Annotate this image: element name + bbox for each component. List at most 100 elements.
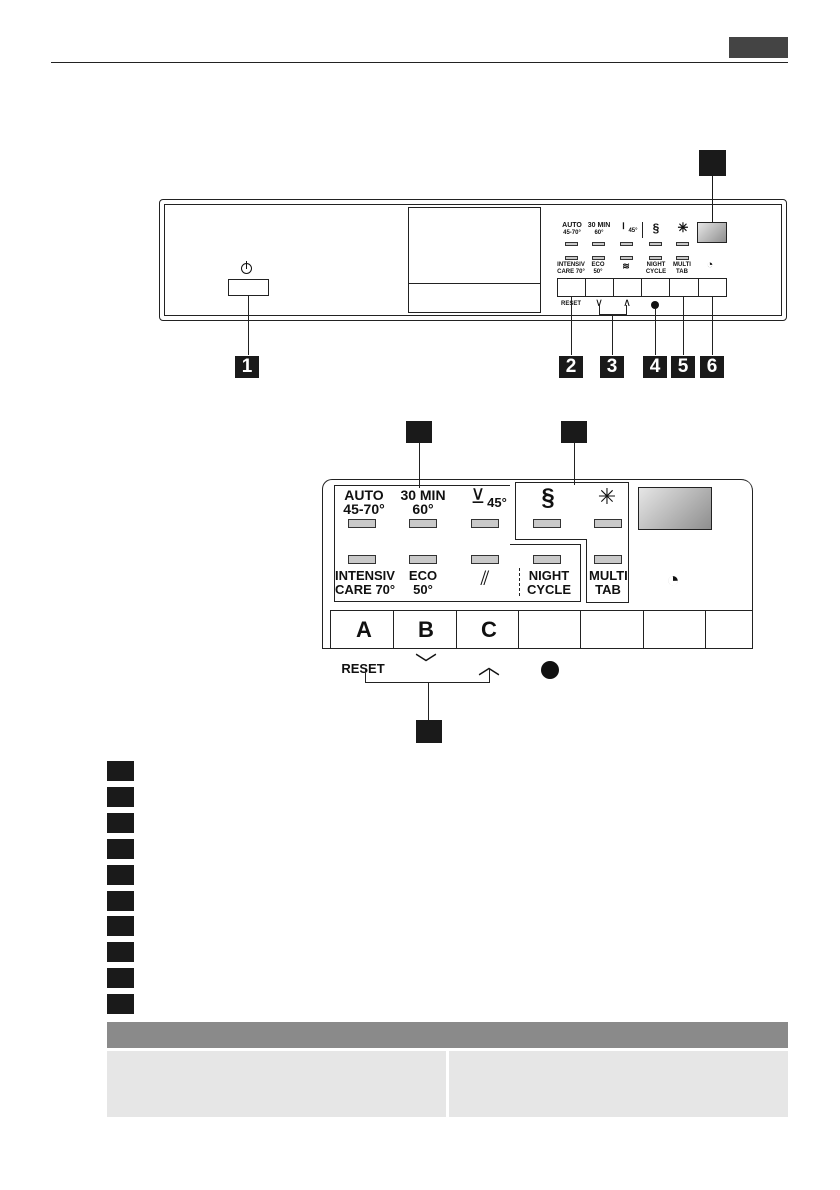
led-glass xyxy=(620,242,633,246)
list-marker-4 xyxy=(107,839,134,859)
program-group-box-2 xyxy=(510,544,581,545)
key-sep-3 xyxy=(641,278,642,297)
detail-night: NIGHT xyxy=(528,568,570,583)
led-eco xyxy=(592,256,605,260)
label-multi: MULTI xyxy=(673,262,691,268)
key-b-label: B xyxy=(418,617,434,642)
callout-marker-keys xyxy=(416,720,442,743)
program-group-box-4 xyxy=(334,601,581,602)
label-intensiv-temp: CARE 70° xyxy=(557,269,585,275)
salt-icon: ✳ xyxy=(677,220,689,235)
detail-led-glass xyxy=(471,519,499,528)
indicator-group-box-4 xyxy=(586,539,587,603)
callout-4: 4 xyxy=(643,356,667,378)
label-intensiv: INTENSIV xyxy=(557,262,585,268)
detail-reset-label: RESET xyxy=(341,661,385,676)
callout-1-line xyxy=(248,296,249,355)
key-sep-5 xyxy=(698,278,699,297)
detail-eco: ECO xyxy=(408,568,438,583)
header-rule xyxy=(51,62,788,63)
detail-key-row xyxy=(330,610,753,649)
list-marker-9 xyxy=(107,968,134,988)
callout-3: 3 xyxy=(600,356,624,378)
callout-4-line xyxy=(655,309,656,355)
label-30min-temp: 60° xyxy=(594,230,604,236)
door-handle xyxy=(408,207,541,313)
key-c-label: C xyxy=(481,617,497,642)
led-rinse xyxy=(649,242,662,246)
detail-time-display xyxy=(638,487,712,530)
power-icon-bar xyxy=(246,261,247,269)
detail-led-salt xyxy=(594,519,622,528)
key-c[interactable] xyxy=(457,611,519,649)
callout-3-bracket xyxy=(599,305,627,315)
led-auto xyxy=(565,242,578,246)
key-b[interactable] xyxy=(394,611,457,649)
key-d[interactable] xyxy=(519,611,581,649)
label-eco: ECO xyxy=(591,262,605,268)
key-a-label: A xyxy=(356,617,372,642)
detail-half-load-icon xyxy=(541,661,559,679)
detail-led-auto xyxy=(348,519,376,528)
detail-led-30min xyxy=(409,519,437,528)
callout-2-line xyxy=(571,297,572,355)
list-marker-5 xyxy=(107,865,134,885)
led-multi xyxy=(676,256,689,260)
indicator-group-box-6 xyxy=(628,482,629,603)
label-auto: AUTO xyxy=(562,222,582,229)
detail-eco-temp: 50° xyxy=(413,582,433,597)
door-handle-divider xyxy=(408,283,541,284)
detail-night-dash xyxy=(519,568,521,596)
callout-6-line xyxy=(712,297,713,355)
overview-divider xyxy=(642,222,643,238)
led-salt xyxy=(676,242,689,246)
detail-intensiv: INTENSIV xyxy=(335,568,395,583)
timer-icon: ◔ xyxy=(706,259,714,271)
key-e[interactable] xyxy=(581,611,644,649)
callout-5: 5 xyxy=(671,356,695,378)
led-intensiv xyxy=(565,256,578,260)
key-sep-4 xyxy=(669,278,670,297)
half-load-icon xyxy=(651,301,659,309)
table-header xyxy=(107,1022,788,1048)
list-marker-2 xyxy=(107,787,134,807)
detail-30min: 30 MIN xyxy=(400,487,446,503)
callout-2: 2 xyxy=(559,356,583,378)
detail-panel xyxy=(322,479,753,649)
detail-led-night xyxy=(533,555,561,564)
detail-multi: MULTI xyxy=(589,568,628,583)
list-marker-1 xyxy=(107,761,134,781)
overview-up-icon: ∧ xyxy=(622,297,632,309)
table-cell-left xyxy=(107,1051,446,1117)
label-auto-temp: 45-70° xyxy=(563,230,581,236)
detail-led-eco xyxy=(409,555,437,564)
callout-marker-top xyxy=(699,150,726,176)
key-f[interactable] xyxy=(644,611,706,649)
label-multi-2: TAB xyxy=(676,269,688,275)
detail-led-spray xyxy=(471,555,499,564)
detail-led-intensiv xyxy=(348,555,376,564)
table-cell-right xyxy=(449,1051,788,1117)
label-30min: 30 MIN xyxy=(587,222,611,229)
led-30min xyxy=(592,242,605,246)
time-display xyxy=(697,222,727,243)
detail-auto-temp: 45-70° xyxy=(343,501,385,517)
callout-1: 1 xyxy=(235,356,259,378)
callout-6: 6 xyxy=(700,356,724,378)
list-marker-7 xyxy=(107,916,134,936)
program-group-box-5 xyxy=(334,485,335,602)
overview-key-row xyxy=(557,278,727,297)
detail-rinse-aid-icon: § xyxy=(541,484,555,511)
detail-up-icon: ︿ xyxy=(477,654,500,679)
detail-intensiv-temp: CARE 70° xyxy=(335,582,396,597)
label-glass-temp: 45° xyxy=(628,228,638,234)
led-night xyxy=(649,256,662,260)
detail-spray-icon: ⫽ xyxy=(480,568,490,590)
detail-night-2: CYCLE xyxy=(526,582,572,597)
led-spray xyxy=(620,256,633,260)
power-button[interactable] xyxy=(228,279,269,296)
key-a[interactable] xyxy=(331,611,394,649)
detail-30min-temp: 60° xyxy=(412,501,434,517)
detail-panel-right xyxy=(740,479,753,649)
control-panel xyxy=(159,199,787,321)
